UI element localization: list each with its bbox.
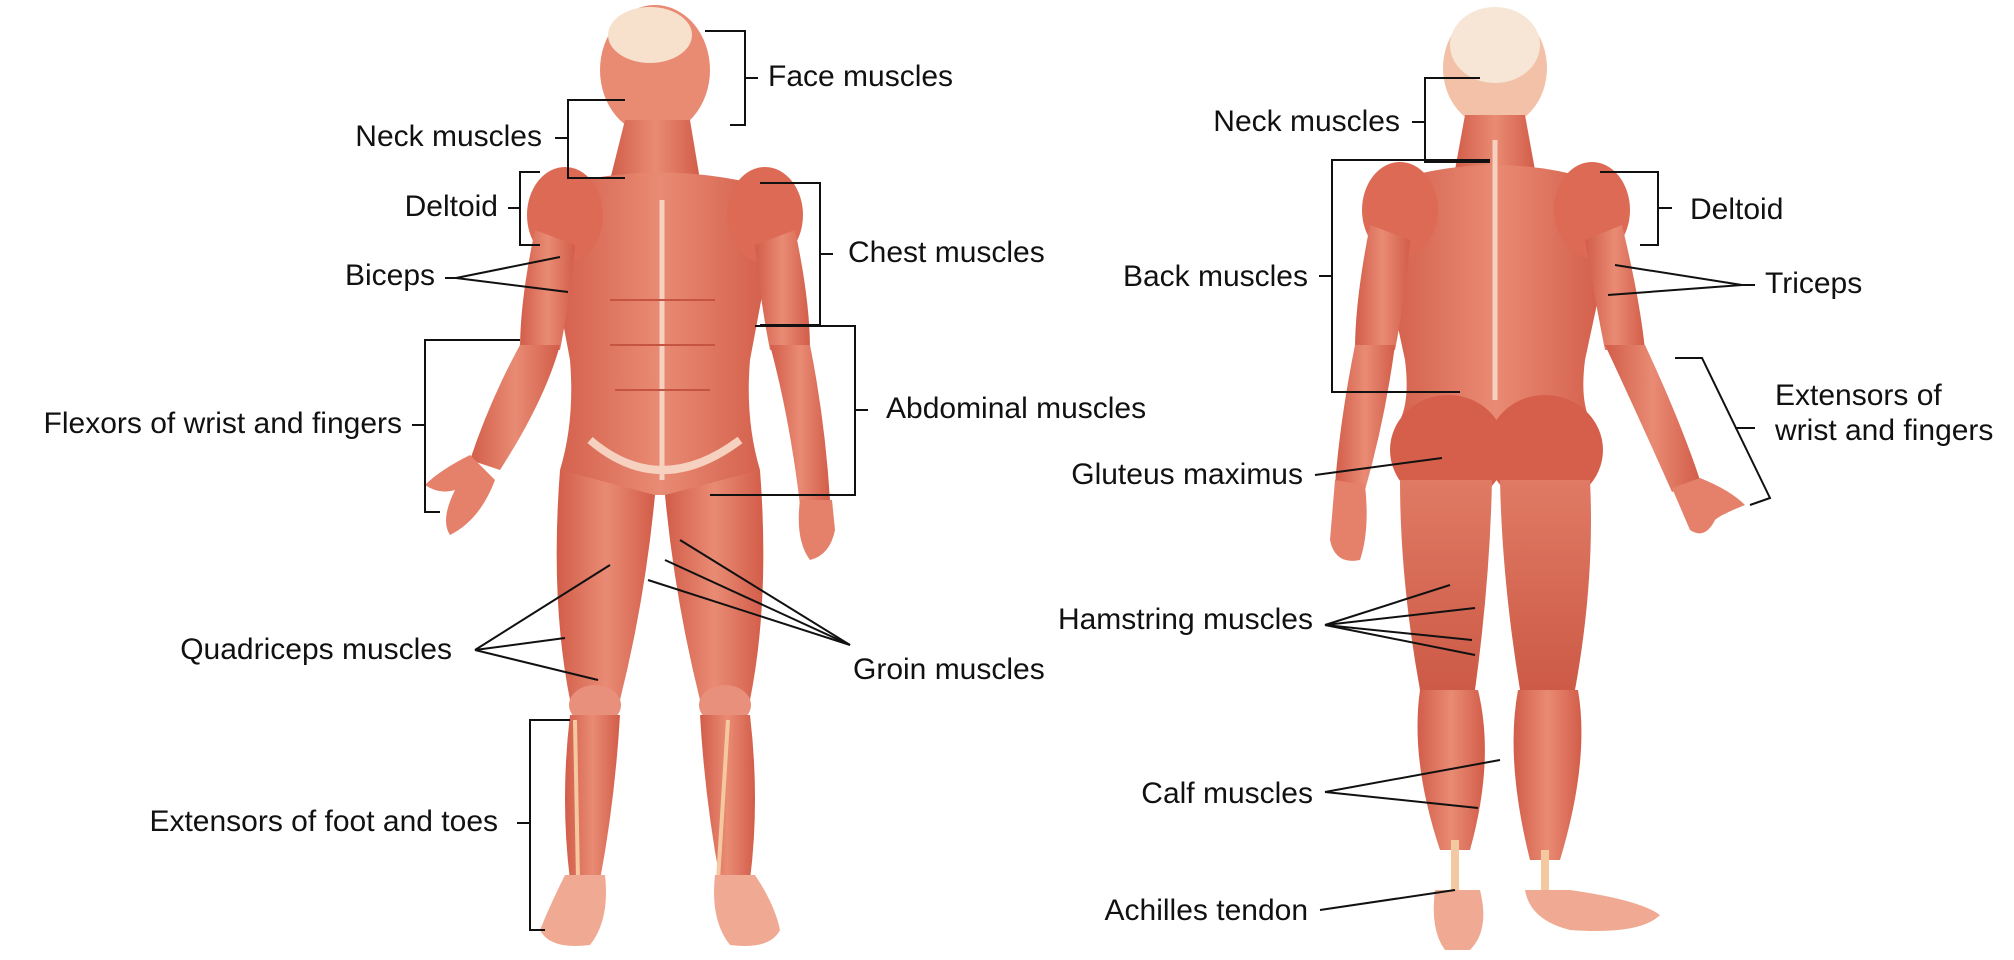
label-deltoid: Deltoid bbox=[380, 189, 498, 225]
anterior-forearm-left bbox=[770, 345, 830, 505]
label-extensors-foot-toes: Extensors of foot and toes bbox=[110, 804, 498, 840]
label-extensors-wrist-fingers: Extensors of wrist and fingers bbox=[1775, 378, 1993, 448]
posterior-hand-left bbox=[1672, 478, 1745, 533]
label-back-muscles: Back muscles bbox=[1070, 259, 1308, 295]
posterior-thigh-right bbox=[1400, 480, 1492, 690]
label-posterior-deltoid: Deltoid bbox=[1690, 192, 1783, 228]
label-posterior-neck-muscles: Neck muscles bbox=[1180, 104, 1400, 140]
label-neck-muscles: Neck muscles bbox=[332, 119, 542, 155]
label-flexors-wrist-fingers: Flexors of wrist and fingers bbox=[6, 406, 402, 442]
posterior-calf-right bbox=[1418, 690, 1485, 850]
anterior-thigh-right bbox=[557, 470, 655, 700]
label-achilles-tendon: Achilles tendon bbox=[1060, 893, 1308, 929]
anterior-hand-left bbox=[799, 500, 835, 560]
leader-face-muscles bbox=[705, 31, 745, 125]
posterior-muscular-figure bbox=[1330, 7, 1745, 950]
anterior-upper-arm-left bbox=[755, 230, 810, 350]
label-biceps: Biceps bbox=[320, 258, 435, 294]
posterior-foot-right bbox=[1434, 890, 1484, 950]
posterior-upper-arm-left bbox=[1585, 225, 1645, 350]
label-calf-muscles: Calf muscles bbox=[1100, 776, 1313, 812]
anterior-neck bbox=[610, 120, 700, 180]
anterior-foot-left bbox=[714, 875, 780, 946]
posterior-forearm-left bbox=[1605, 345, 1700, 492]
posterior-hand-right bbox=[1330, 480, 1367, 561]
label-face-muscles: Face muscles bbox=[768, 59, 953, 95]
posterior-foot-left bbox=[1525, 890, 1660, 931]
anterior-forearm-right bbox=[470, 345, 560, 470]
anterior-shin-right bbox=[565, 715, 620, 880]
anterior-foot-right bbox=[540, 875, 606, 946]
label-chest-muscles: Chest muscles bbox=[848, 235, 1045, 271]
label-groin-muscles: Groin muscles bbox=[853, 652, 1045, 688]
anterior-skull-cap bbox=[608, 7, 692, 63]
leader-quadriceps-2 bbox=[475, 638, 565, 650]
anterior-hand-right bbox=[425, 455, 495, 535]
label-abdominal-muscles: Abdominal muscles bbox=[886, 391, 1146, 427]
posterior-thigh-left bbox=[1500, 480, 1591, 690]
posterior-calf-left bbox=[1514, 690, 1582, 860]
label-gluteus-maximus: Gluteus maximus bbox=[1020, 457, 1303, 493]
posterior-skull-cap bbox=[1450, 7, 1540, 83]
label-quadriceps-muscles: Quadriceps muscles bbox=[150, 632, 452, 668]
label-hamstring-muscles: Hamstring muscles bbox=[1005, 602, 1313, 638]
anterior-thigh-left bbox=[665, 470, 763, 700]
label-triceps: Triceps bbox=[1765, 266, 1862, 302]
